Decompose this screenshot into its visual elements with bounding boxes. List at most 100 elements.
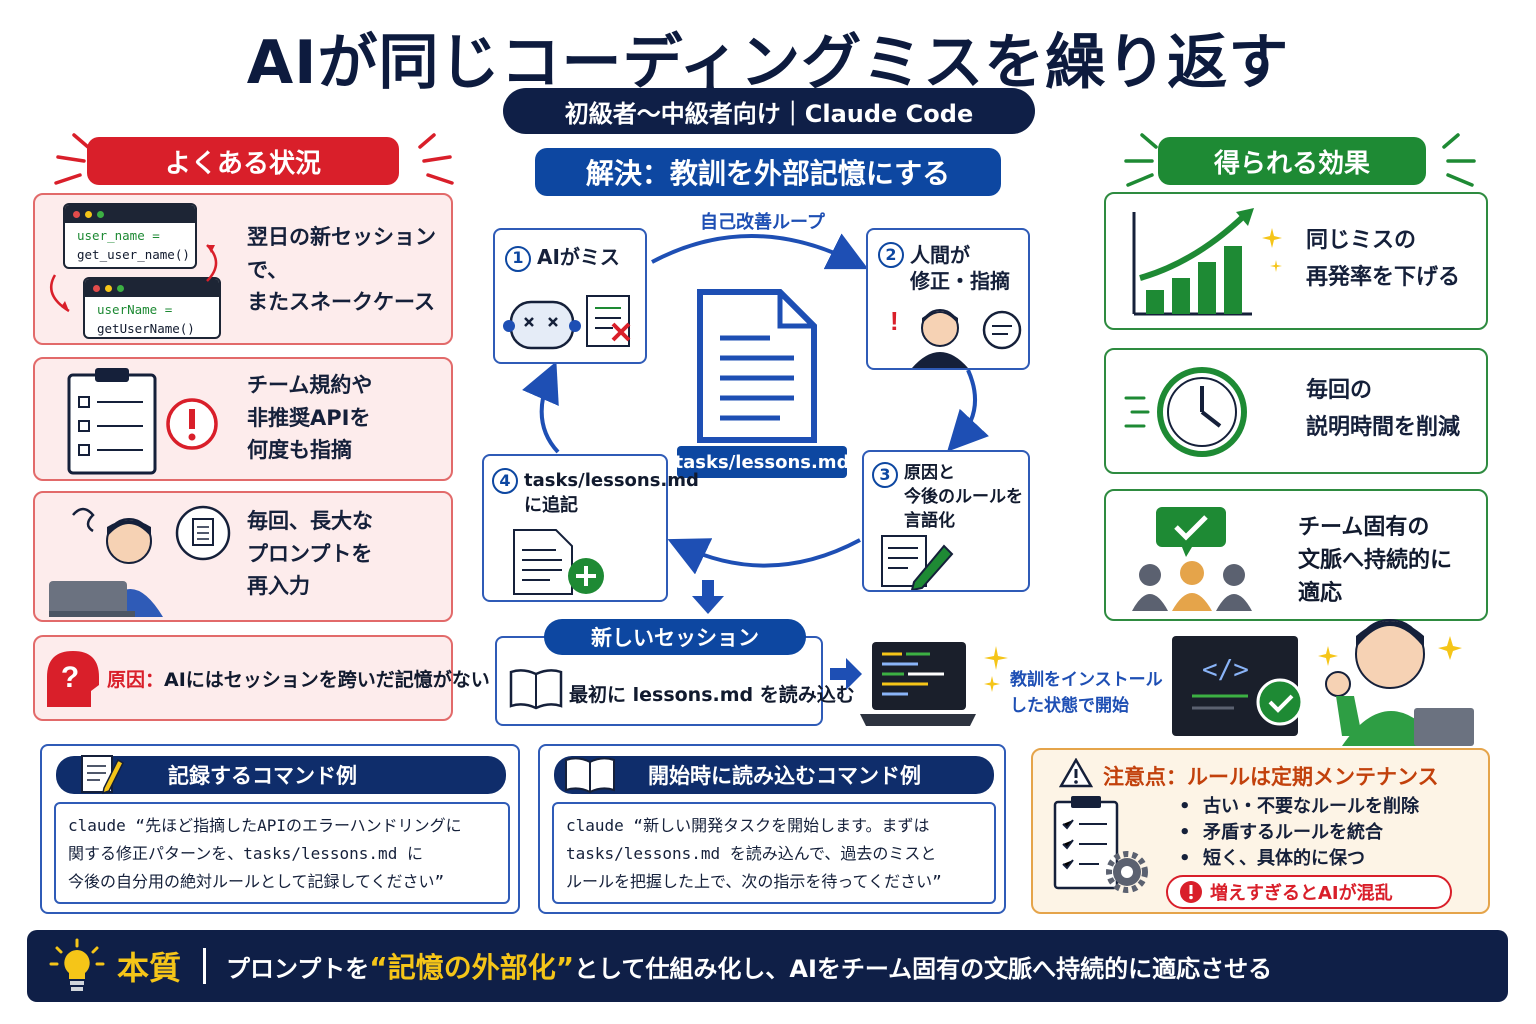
right-burst-right-icon <box>1442 133 1476 187</box>
command-line: claude “新しい開発タスクを開始します。まずは <box>566 816 930 835</box>
cause-icon-glyph: ? <box>61 661 79 694</box>
step-human-feedback: 2 人間が修正・指摘 ! <box>866 228 1030 370</box>
caution-bullet-text: 古い・不要なルールを削除 <box>1203 796 1420 817</box>
step-line: tasks/lessons.md <box>524 470 699 491</box>
benefit-card-recurrence: 同じミスの 再発率を下げる <box>1104 192 1488 330</box>
situation-line: 非推奨APIを <box>247 405 371 430</box>
question-head-icon: ? <box>47 651 99 707</box>
situation-card-naming: user_name =get_user_name() userName = get… <box>33 193 453 345</box>
writing-pencil-icon <box>881 535 954 590</box>
cause-text: AIにはセッションを跨いだ記憶がない <box>164 669 490 691</box>
install-note-line: 教訓をインストール <box>1010 670 1163 690</box>
svg-text:</>: </> <box>1202 655 1249 685</box>
install-note-line: した状態で開始 <box>1010 695 1129 716</box>
happy-developer-icon: </> <box>1172 619 1474 746</box>
situation-line: 毎回、長大な <box>247 509 373 533</box>
sparkle-icon <box>984 646 1008 670</box>
svg-text:!: ! <box>890 306 899 336</box>
situation-line: またスネークケース <box>247 290 435 315</box>
frustrated-person-icon <box>49 505 231 617</box>
benefit-line: 適応 <box>1298 581 1343 606</box>
team-check-icon <box>1132 507 1252 611</box>
caution-bullet-text: 矛盾するルールを統合 <box>1203 822 1384 844</box>
page-title: AIが同じコーディングミスを繰り返す <box>246 28 1290 98</box>
benefit-line: 同じミスの <box>1306 228 1417 253</box>
essence-text-before: プロンプトを <box>226 955 370 983</box>
banner-divider <box>203 948 207 984</box>
step-number: 3 <box>872 462 898 488</box>
lessons-file-icon <box>697 289 817 443</box>
caution-bullet: • 古い・不要なルールを削除 <box>1179 796 1420 817</box>
essence-label: 本質 <box>117 949 182 987</box>
warning-triangle-icon <box>1059 758 1093 788</box>
step-line: 人間が <box>910 243 970 267</box>
step-line: 修正・指摘 <box>910 269 1010 293</box>
load-command-text[interactable]: claude “新しい開発タスクを開始します。まずは tasks/lessons… <box>552 802 996 904</box>
benefit-line: 文脈へ持続的に <box>1298 548 1453 573</box>
code-line: getUserName() <box>97 320 195 336</box>
benefit-card-time: 毎回の 説明時間を削減 <box>1104 348 1488 474</box>
command-line: ルールを把握した上で、次の指示を待ってください” <box>566 872 942 891</box>
essence-banner: 本質 プロンプトを“記憶の外部化”として仕組み化し、AIをチーム固有の文脈へ持続… <box>27 930 1508 1002</box>
command-line: claude “先ほど指摘したAPIのエラーハンドリングに <box>68 816 462 835</box>
code-window-snake: user_name =get_user_name() <box>63 203 197 269</box>
code-line: userName = <box>97 302 173 317</box>
essence-text-after: として仕組み化し、AIをチーム固有の文脈へ持続的に適応させる <box>574 955 1273 983</box>
benefit-card-adapt: チーム固有の 文脈へ持続的に 適応 <box>1104 489 1488 621</box>
caution-bullet: • 矛盾するルールを統合 <box>1179 822 1384 844</box>
cause-card: ? 原因：AIにはセッションを跨いだ記憶がない <box>33 635 490 721</box>
caution-bullet: • 短く、具体的に保つ <box>1179 848 1366 870</box>
situation-line: 何度も指摘 <box>247 438 352 463</box>
situation-line: チーム規約や <box>247 373 373 397</box>
loop-label: 自己改善ループ <box>700 212 825 233</box>
sparkle-icon <box>984 676 1000 692</box>
right-arrow-icon <box>830 658 862 690</box>
lightbulb-icon <box>49 938 105 991</box>
add-document-icon <box>513 529 604 595</box>
clipboard-gear-icon <box>1053 796 1148 893</box>
overload-warning: 増えすぎるとAIが混乱 <box>1166 875 1452 909</box>
step-verbalize: 3 原因と今後のルールを言語化 <box>862 450 1030 592</box>
situation-card-rules: チーム規約や 非推奨APIを 何度も指摘 <box>33 357 453 481</box>
new-session-heading: 新しいセッション <box>544 619 806 655</box>
benefit-line: 再発率を下げる <box>1306 265 1461 291</box>
situations-heading: よくある状況 <box>87 137 399 185</box>
situation-line: 再入力 <box>247 574 310 599</box>
caution-bullet-text: 短く、具体的に保つ <box>1203 848 1366 870</box>
lessons-file-label: tasks/lessons.md <box>675 446 849 478</box>
essence-highlight: “記憶の外部化” <box>369 951 575 984</box>
load-command-panel: 開始時に読み込むコマンド例 claude “新しい開発タスクを開始します。まずは… <box>538 744 1006 914</box>
step-line: 原因と <box>904 463 955 483</box>
new-session-text: 最初に lessons.md を読み込む <box>569 684 855 706</box>
step-line: AIがミス <box>537 245 620 269</box>
benefit-line: チーム固有の <box>1298 515 1430 540</box>
situation-line: 翌日の新セッションで、 <box>247 225 436 282</box>
step-number: 4 <box>492 468 518 494</box>
step-line: 今後のルールを <box>904 486 1023 507</box>
swap-arrows-icon <box>50 244 218 313</box>
code-window-camel: userName = getUserName() <box>83 277 221 339</box>
checklist-clipboard-icon <box>67 368 157 475</box>
step-number: 2 <box>878 242 904 268</box>
record-command-text[interactable]: claude “先ほど指摘したAPIのエラーハンドリングに 関する修正パターンを… <box>54 802 510 904</box>
situation-line: プロンプトを <box>247 541 373 566</box>
alert-icon <box>166 398 218 450</box>
load-command-heading: 開始時に読み込むコマンド例 <box>554 756 994 794</box>
benefit-line: 毎回の <box>1306 378 1373 403</box>
solution-heading: 解決：教訓を外部記憶にする <box>535 148 1001 196</box>
person-pointing-icon: ! <box>890 306 1022 368</box>
clock-icon <box>1124 367 1247 457</box>
left-burst-icon <box>54 133 90 185</box>
growth-chart-icon <box>1132 208 1282 316</box>
code-line: get_user_name() <box>77 246 190 262</box>
left-burst-right-icon <box>418 133 454 185</box>
audience-subtitle: 初級者～中級者向け｜Claude Code <box>503 88 1035 134</box>
loop-arrows <box>522 233 989 614</box>
open-book-icon <box>509 669 563 710</box>
step-number: 1 <box>505 245 531 272</box>
command-line: 関する修正パターンを、tasks/lessons.md に <box>68 844 423 863</box>
caution-panel: 注意点：ルールは定期メンテナンス • 古い・不要なルールを削除 • 矛盾するルー… <box>1031 748 1490 914</box>
exclamation-circle-icon <box>1180 881 1202 903</box>
command-line: tasks/lessons.md を読み込んで、過去のミスと <box>566 844 937 863</box>
